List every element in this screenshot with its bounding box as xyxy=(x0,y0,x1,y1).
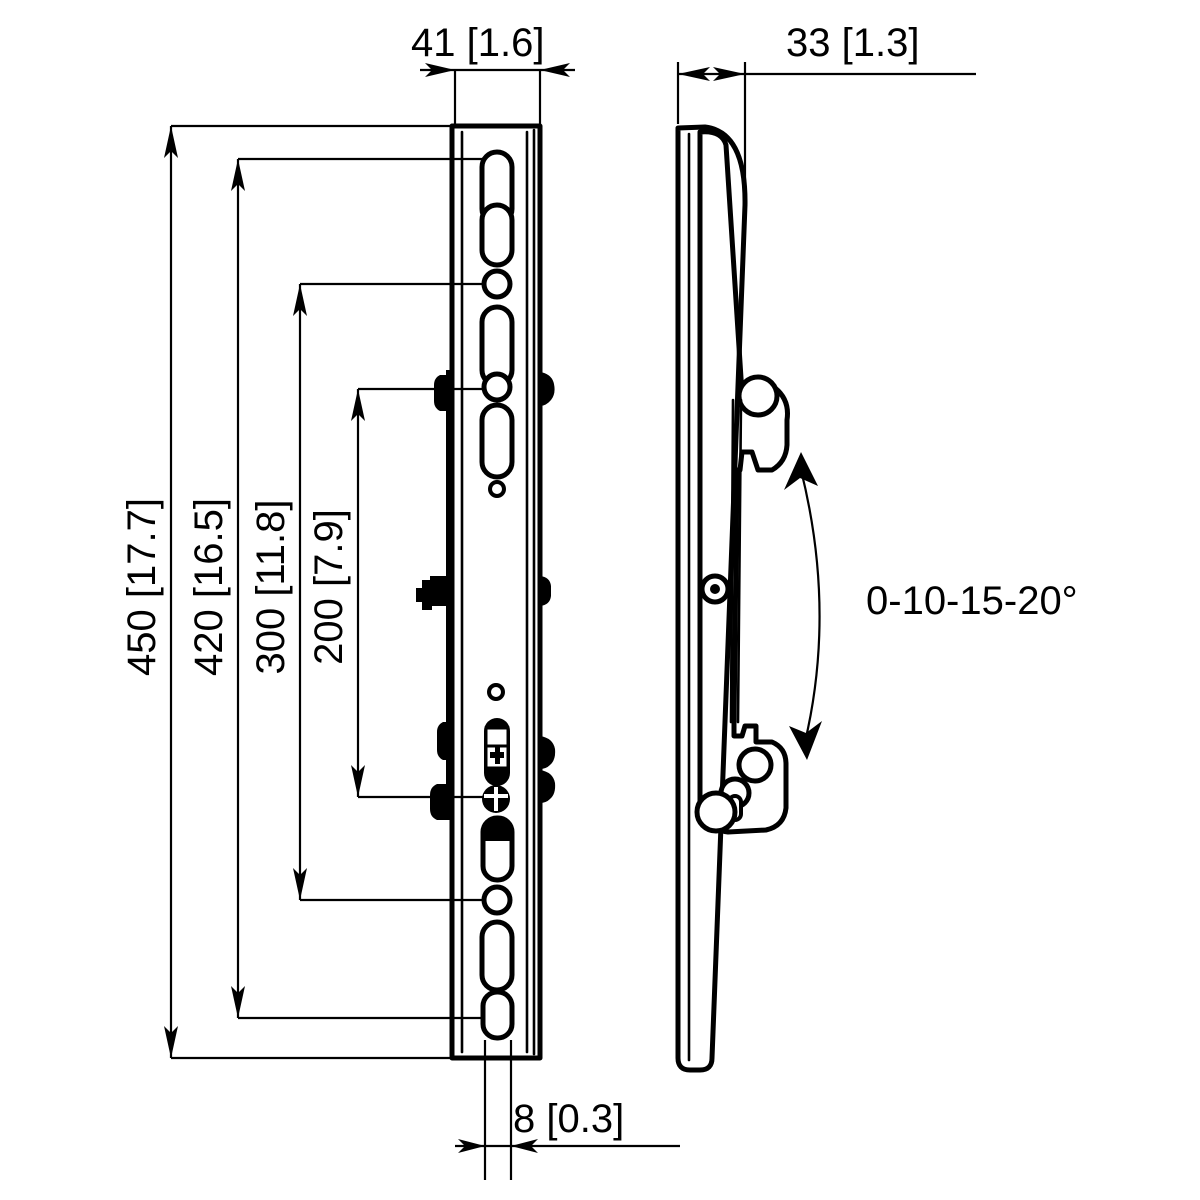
dimension-bottom-slot: 8 [0.3] xyxy=(455,1040,680,1180)
side-upper-pivot xyxy=(736,374,780,418)
dimension-vertical-450-label: 450 [17.7] xyxy=(120,498,164,676)
side-lower-holes xyxy=(694,746,774,834)
side-elevation-view xyxy=(675,124,790,1073)
dimension-side-depth: 33 [1.3] xyxy=(676,21,976,200)
tilt-angle-label: 0-10-15-20° xyxy=(866,579,1078,623)
dimension-bottom-slot-label: 8 [0.3] xyxy=(513,1097,624,1141)
dimension-vertical-200-label: 200 [7.9] xyxy=(307,509,351,665)
dimension-top-width-label: 41 [1.6] xyxy=(411,21,544,65)
dimension-vertical-300: 300 [11.8] xyxy=(249,282,484,902)
dimension-vertical-420: 420 [16.5] xyxy=(187,157,482,1020)
dimension-vertical-200: 200 [7.9] xyxy=(307,387,484,799)
front-right-edge-fittings xyxy=(540,372,556,803)
dimension-top-width: 41 [1.6] xyxy=(411,21,575,128)
dimension-vertical-420-label: 420 [16.5] xyxy=(187,498,231,676)
front-left-edge-fittings xyxy=(416,370,454,820)
side-center-screw xyxy=(699,573,731,605)
side-wall-plate xyxy=(675,124,748,1073)
front-elevation-view xyxy=(416,123,556,1061)
dimension-vertical-300-label: 300 [11.8] xyxy=(249,500,293,675)
front-lower-slots xyxy=(479,815,515,1041)
tilt-angle-annotation: 0-10-15-20° xyxy=(784,452,1078,760)
front-mounting-slots xyxy=(479,149,515,498)
dimension-side-depth-label: 33 [1.3] xyxy=(786,21,919,65)
front-screw-head xyxy=(482,785,510,813)
dimension-vertical-450: 450 [17.7] xyxy=(120,124,452,1060)
front-latch-assembly xyxy=(484,683,510,786)
side-inner-rails xyxy=(729,398,743,724)
